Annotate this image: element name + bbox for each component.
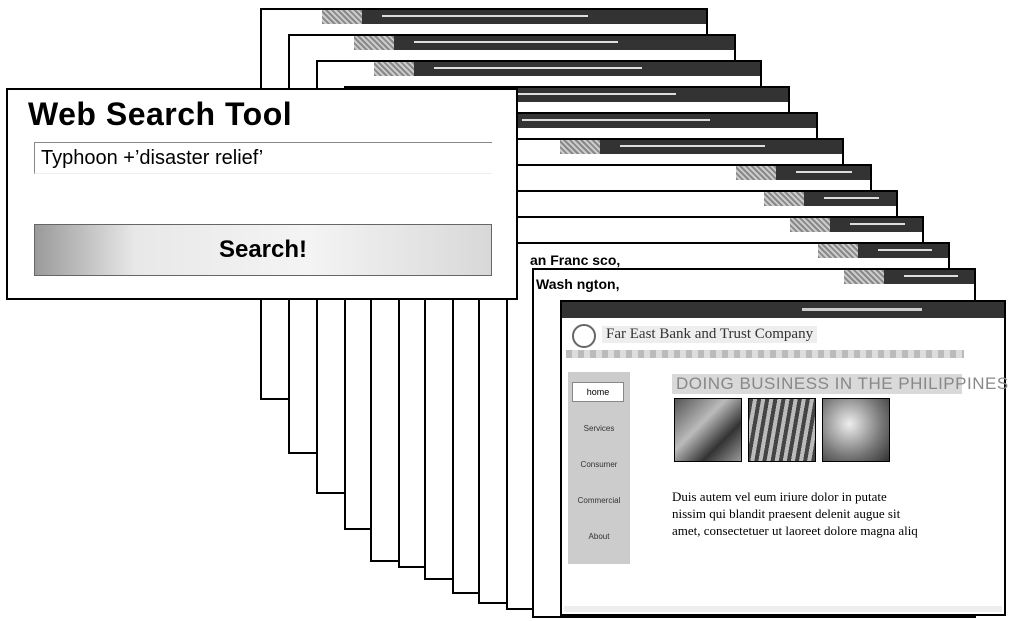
nav-strip[interactable] [566,350,964,358]
result-page-titlebar [844,270,974,284]
result-page-titlebar [462,114,816,128]
bank-logo-icon [572,324,596,348]
search-button[interactable]: Search! [34,224,492,276]
search-tool-title: Web Search Tool [28,96,293,132]
sidebar-item[interactable]: About [588,532,610,541]
horizontal-scrollbar[interactable] [564,606,1002,612]
page-titlebar [562,302,1004,318]
photo-people [674,398,742,462]
result-page-titlebar [560,140,842,154]
sidebar-home-button[interactable]: home [572,382,624,402]
search-tool-window: Web Search Tool Search! [6,88,518,300]
result-page-titlebar [736,166,870,180]
result-page-titlebar [354,36,734,50]
company-name: Far East Bank and Trust Company [602,326,818,343]
result-page-titlebar [818,244,948,258]
result-page-titlebar [322,10,706,24]
search-input[interactable] [34,142,492,174]
sidebar: home Services Consumer Commercial About [568,372,630,564]
sidebar-item[interactable]: Consumer [580,460,618,469]
page-heading: DOING BUSINESS IN THE PHILIPPINES [672,374,1008,394]
result-caption: an Franc sco, [530,252,621,268]
body-text: Duis autem vel eum iriure dolor in putat… [672,489,918,538]
result-page-titlebar [790,218,922,232]
front-result-page[interactable]: Far East Bank and Trust Company home Ser… [560,300,1008,616]
photo-street [748,398,816,462]
result-caption: Wash ngton, [536,276,620,292]
result-page-titlebar [764,192,896,206]
result-page-titlebar [374,62,760,76]
sidebar-item[interactable]: Commercial [577,496,621,505]
sidebar-item[interactable]: Services [583,424,615,433]
photo-workers [822,398,890,462]
